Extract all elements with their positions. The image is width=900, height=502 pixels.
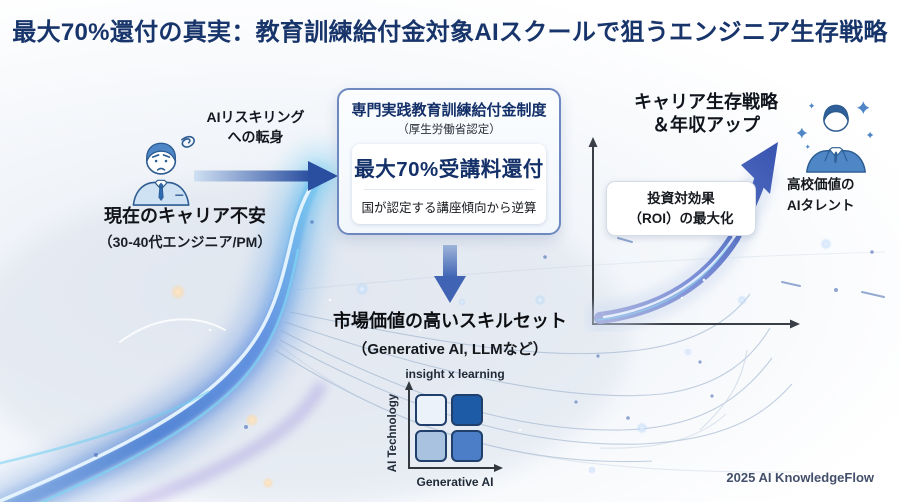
reskilling-line1: AIリスキリング [206, 109, 305, 125]
persona-sub-text: （30-40代エンジニア/PM） [98, 234, 272, 250]
x-axis-arrowhead [790, 319, 800, 329]
skills-sub: （Generative AI, LLMなど） [352, 341, 548, 358]
benefit-highlight-panel: 最大70%受講料還付 国が認定する講座傾向から逆算 [352, 144, 546, 224]
benefit-program-card: 専門実践教育訓練給付金制度 （厚生労働省認定） 最大70%受講料還付 国が認定す… [337, 88, 561, 235]
matrix-y-label: AI Technology [387, 393, 399, 472]
success-person-icon [796, 101, 874, 173]
current-career-label: 現在のキャリア不安 （30-40代エンジニア/PM） [70, 202, 300, 252]
benefit-heading: 専門実践教育訓練給付金制度 [351, 102, 547, 119]
benefit-note: 国が認定する講座傾向から逆算 [361, 201, 537, 215]
benefit-subheading: （厚生労働省認定） [397, 124, 501, 136]
page-title: 最大70%還付の真実：教育訓練給付金対象AIスクールで狙うエンジニア生存戦略 [12, 19, 888, 46]
skills-title: 市場価値の高いスキルセット [333, 311, 567, 331]
reskilling-line2: への転身 [227, 129, 284, 146]
matrix-cell-top-left [415, 394, 447, 426]
glow-particles [94, 220, 885, 489]
ai-talent-label: 高校価値の AIタレント [787, 175, 899, 217]
divider [364, 189, 534, 190]
roi-line2: （ROI）の最大化 [628, 210, 734, 226]
skills-label: 市場価値の高いスキルセット （Generative AI, LLMなど） [265, 307, 635, 359]
matrix-x-label: Generative AI [417, 475, 494, 489]
matrix-x-arrowhead [494, 464, 503, 472]
matrix-cell-bottom-left [415, 430, 447, 462]
persona-label-text: 現在のキャリア不安 [104, 206, 266, 226]
matrix-y-arrowhead [405, 381, 413, 390]
career-line1: キャリア生存戦略 [634, 92, 778, 112]
sparkle-icon [796, 101, 874, 149]
roi-line1: 投資対効果 [647, 191, 715, 206]
matrix-cell-top-right [451, 394, 483, 426]
flow-streaks [0, 144, 350, 502]
arrow-right-icon [194, 161, 338, 191]
career-strategy-heading: キャリア生存戦略 ＆年収アップ [600, 91, 812, 137]
roi-card: 投資対効果 （ROI）の最大化 [606, 181, 756, 237]
career-line2: ＆年収アップ [652, 115, 760, 136]
reskilling-label: AIリスキリング への転身 [183, 107, 328, 148]
credit-text: 2025 AI KnowledgeFlow [726, 470, 874, 485]
y-axis-arrowhead [588, 137, 598, 147]
arrow-down-icon [434, 245, 466, 303]
matrix-axes [408, 389, 496, 469]
matrix-cell-bottom-right [451, 430, 483, 462]
talent-line2: AIタレント [787, 197, 855, 213]
skill-matrix: insight x learning AI Technology Generat… [387, 367, 505, 489]
dizzy-squiggle-icon [181, 135, 195, 148]
talent-line1: 高校価値の [787, 177, 855, 192]
matrix-title: insight x learning [405, 367, 504, 381]
worried-person-icon [132, 135, 195, 206]
benefit-highlight: 最大70%受講料還付 [354, 158, 544, 181]
